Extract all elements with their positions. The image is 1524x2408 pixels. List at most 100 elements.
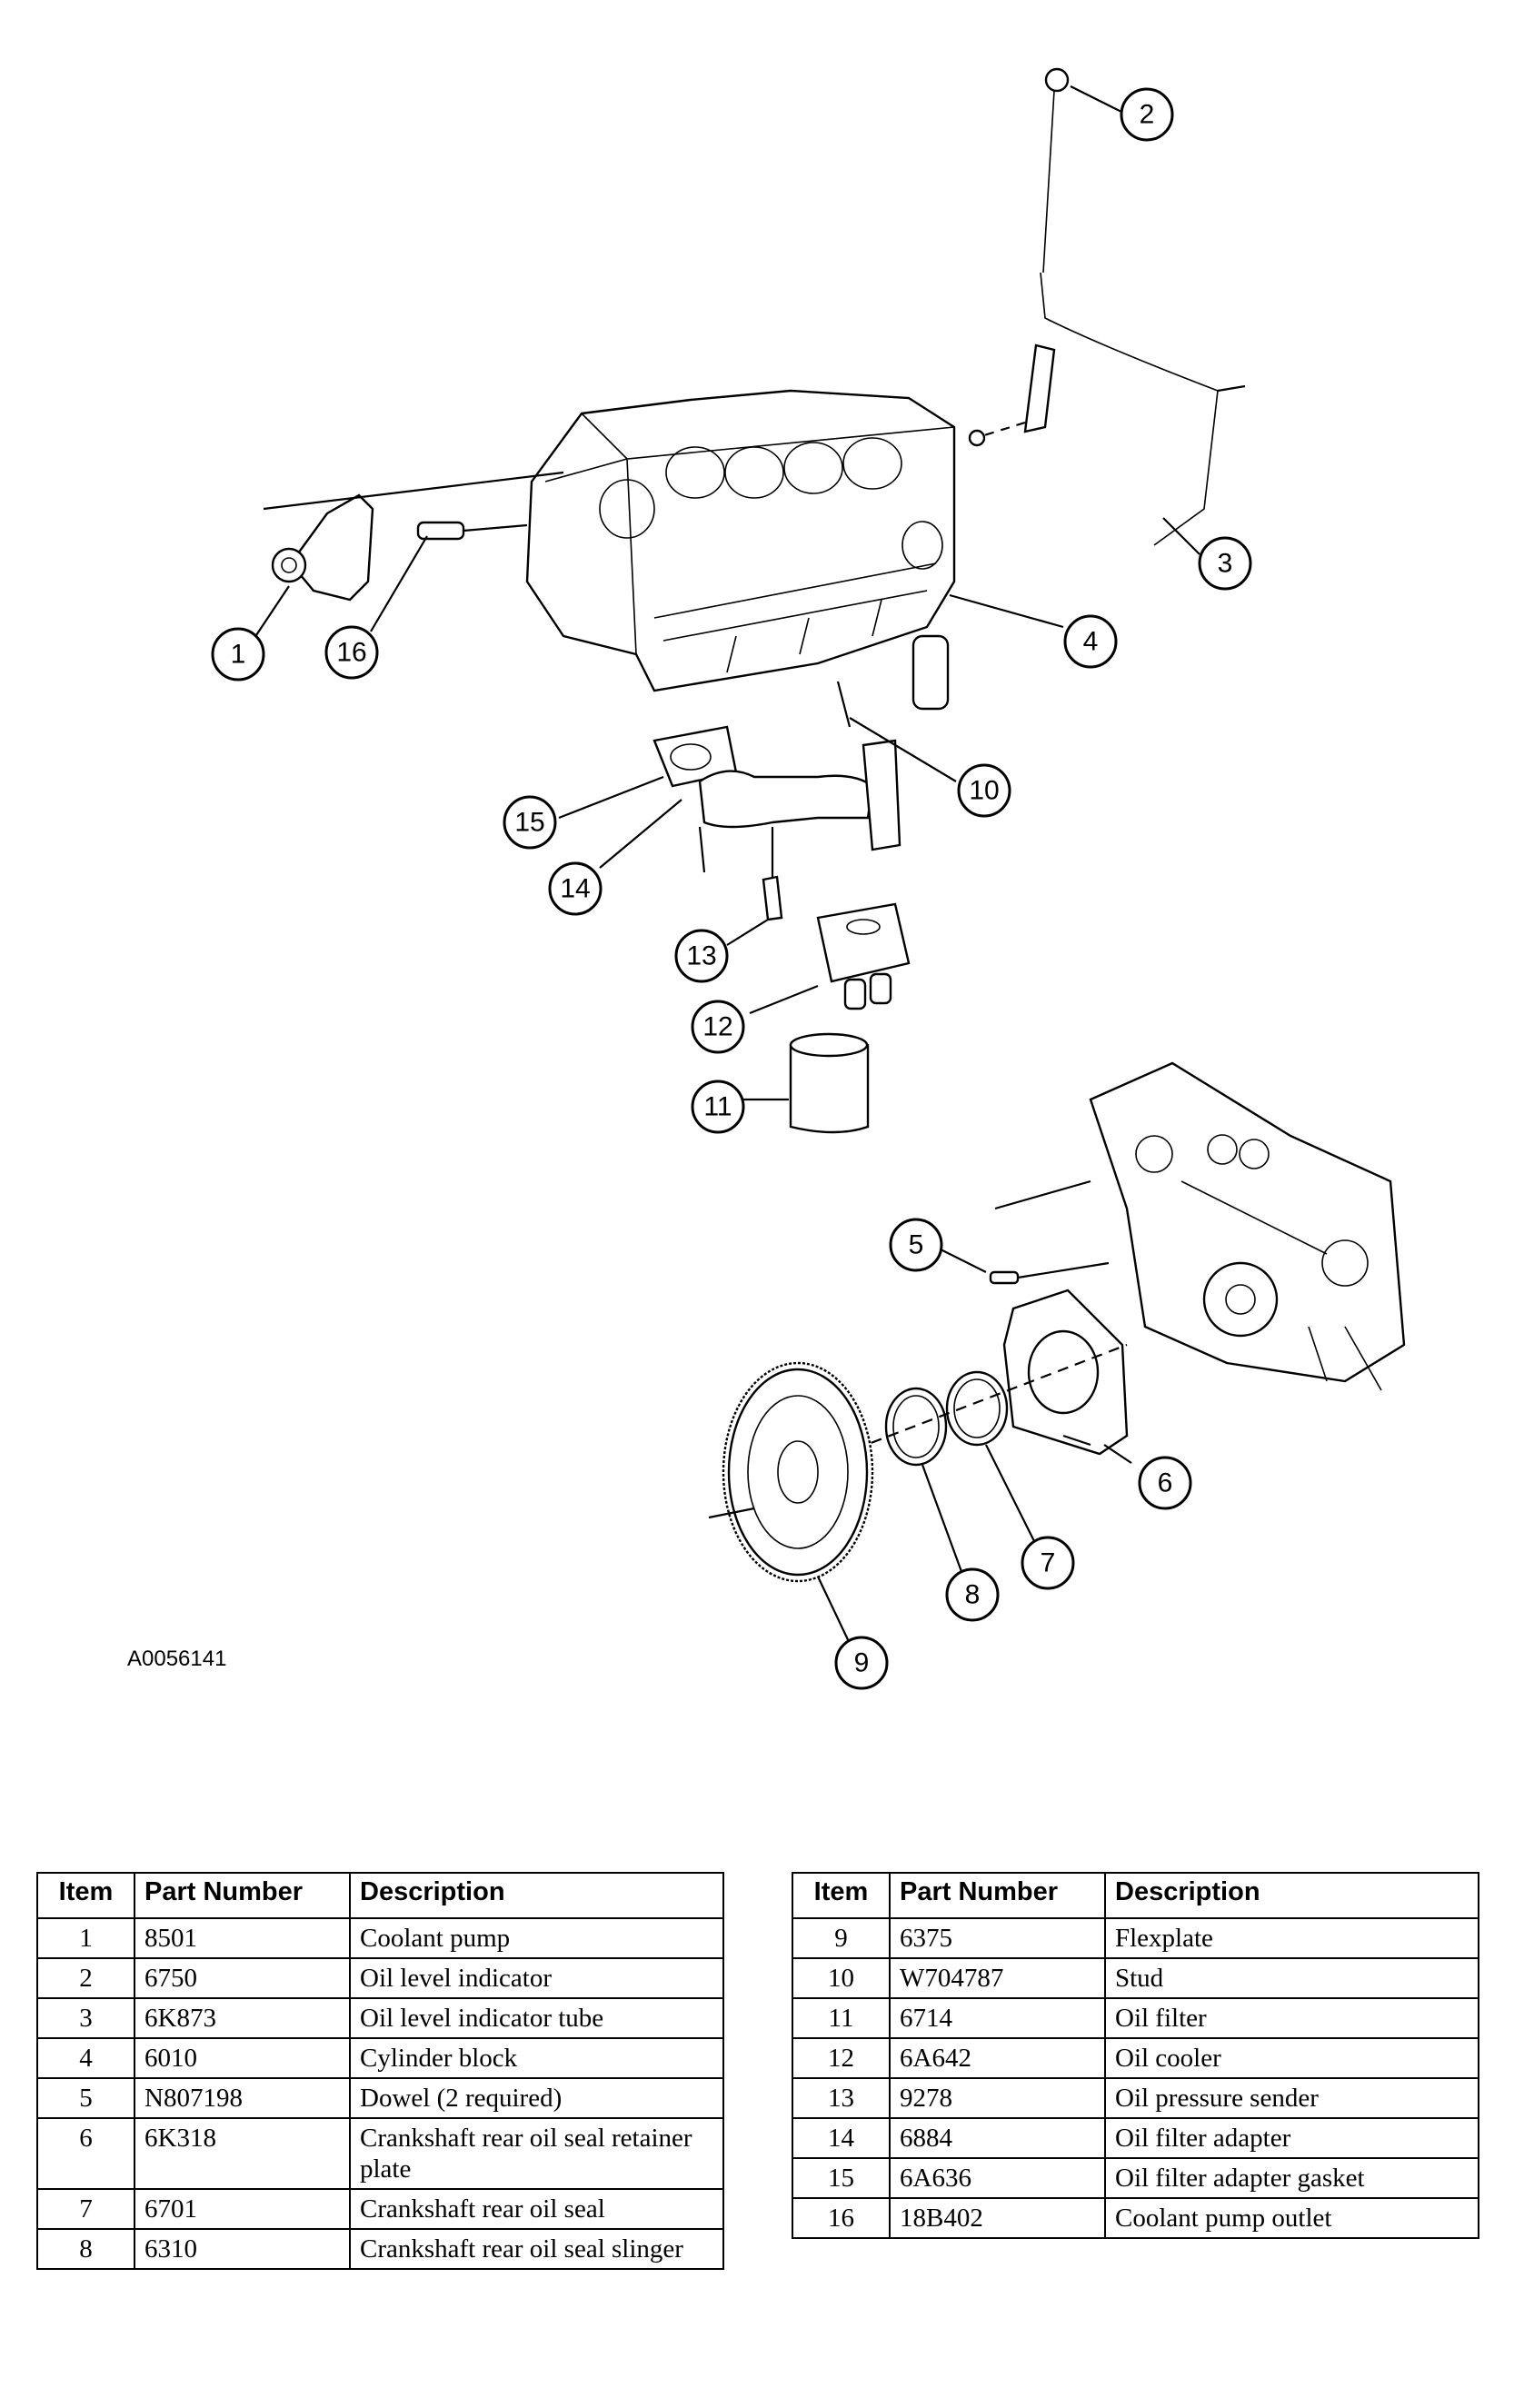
part-number-cell: W704787 <box>889 1957 1106 1999</box>
part-number-cell: 6701 <box>134 2188 351 2230</box>
part-number-cell: 6A636 <box>889 2157 1106 2199</box>
part-number-cell: 6010 <box>134 2037 351 2079</box>
callout-11: 11 <box>691 1080 745 1134</box>
svg-text:13: 13 <box>686 941 716 971</box>
item-cell: 10 <box>792 1957 891 1999</box>
svg-text:3: 3 <box>1218 549 1233 579</box>
engine-rear-drawing <box>1089 1061 1406 1391</box>
callout-12: 12 <box>691 1000 745 1054</box>
callout-16: 16 <box>324 625 379 680</box>
oil-level-indicator-drawing <box>968 67 1246 546</box>
svg-text:4: 4 <box>1083 627 1099 657</box>
description-cell: Dowel (2 required) <box>349 2077 724 2119</box>
part-number-cell: 9278 <box>889 2077 1106 2119</box>
header-description: Description <box>349 1872 724 1919</box>
description-cell: Stud <box>1104 1957 1479 1999</box>
svg-text:9: 9 <box>854 1648 870 1678</box>
item-cell: 3 <box>36 1997 135 2039</box>
rear-seal-assembly-drawing <box>853 1179 1129 1467</box>
oil-filter-assembly-drawing <box>652 681 911 1134</box>
part-number-cell: 6750 <box>134 1957 351 1999</box>
item-cell: 14 <box>792 2117 891 2159</box>
leader-lines <box>252 85 1200 1650</box>
header-part-number: Part Number <box>134 1872 351 1919</box>
item-cell: 2 <box>36 1957 135 1999</box>
description-cell: Oil filter adapter <box>1104 2117 1479 2159</box>
item-cell: 6 <box>36 2117 135 2190</box>
description-cell: Oil filter <box>1104 1997 1479 2039</box>
description-cell: Flexplate <box>1104 1917 1479 1959</box>
figure-id: A0056141 <box>127 1647 227 1671</box>
description-cell: Oil cooler <box>1104 2037 1479 2079</box>
part-number-cell: 6K318 <box>134 2117 351 2190</box>
description-cell: Crankshaft rear oil seal retainer plate <box>349 2117 724 2190</box>
item-cell: 11 <box>792 1997 891 2039</box>
description-cell: Oil filter adapter gasket <box>1104 2157 1479 2199</box>
item-cell: 16 <box>792 2197 891 2239</box>
item-cell: 12 <box>792 2037 891 2079</box>
description-cell: Crankshaft rear oil seal slinger <box>349 2228 724 2270</box>
part-number-cell: 6310 <box>134 2228 351 2270</box>
callout-1: 1 <box>211 627 265 682</box>
part-number-cell: 18B402 <box>889 2197 1106 2239</box>
svg-text:7: 7 <box>1041 1548 1056 1578</box>
part-number-cell: 8501 <box>134 1917 351 1959</box>
part-number-cell: 6K873 <box>134 1997 351 2039</box>
item-cell: 4 <box>36 2037 135 2079</box>
callout-10: 10 <box>957 763 1011 818</box>
callout-9: 9 <box>834 1636 889 1690</box>
part-number-cell: N807198 <box>134 2077 351 2119</box>
description-cell: Coolant pump outlet <box>1104 2197 1479 2239</box>
description-cell: Oil pressure sender <box>1104 2077 1479 2119</box>
table-header-row: Item Part Number Description <box>792 1872 1479 1919</box>
item-cell: 9 <box>792 1917 891 1959</box>
cylinder-block-drawing <box>525 389 956 711</box>
header-item: Item <box>36 1872 135 1919</box>
callout-8: 8 <box>945 1567 1000 1622</box>
svg-text:16: 16 <box>336 638 366 668</box>
description-cell: Oil level indicator <box>349 1957 724 1999</box>
callout-4: 4 <box>1063 614 1118 669</box>
svg-text:14: 14 <box>560 874 590 904</box>
svg-text:1: 1 <box>231 640 246 670</box>
description-cell: Cylinder block <box>349 2037 724 2079</box>
part-number-cell: 6884 <box>889 2117 1106 2159</box>
item-cell: 8 <box>36 2228 135 2270</box>
svg-text:8: 8 <box>965 1580 981 1610</box>
description-cell: Crankshaft rear oil seal <box>349 2188 724 2230</box>
item-cell: 15 <box>792 2157 891 2199</box>
table-header-row: Item Part Number Description <box>36 1872 724 1919</box>
svg-text:11: 11 <box>703 1092 732 1122</box>
callout-15: 15 <box>503 795 557 850</box>
item-cell: 7 <box>36 2188 135 2230</box>
item-cell: 5 <box>36 2077 135 2119</box>
flexplate-drawing <box>708 1361 874 1583</box>
callout-6: 6 <box>1138 1456 1192 1510</box>
header-part-number: Part Number <box>889 1872 1106 1919</box>
svg-text:15: 15 <box>514 808 544 838</box>
description-cell: Oil level indicator tube <box>349 1997 724 2039</box>
header-item: Item <box>792 1872 891 1919</box>
callout-3: 3 <box>1198 536 1252 591</box>
item-cell: 13 <box>792 2077 891 2119</box>
svg-text:6: 6 <box>1158 1468 1173 1498</box>
callout-14: 14 <box>548 861 603 916</box>
svg-text:2: 2 <box>1140 100 1155 130</box>
part-number-cell: 6A642 <box>889 2037 1106 2079</box>
exploded-parts-diagram: 1 2 3 4 5 6 7 8 9 10 11 12 13 14 15 16 <box>211 67 1406 1690</box>
header-description: Description <box>1104 1872 1479 1919</box>
callout-2: 2 <box>1120 87 1174 142</box>
